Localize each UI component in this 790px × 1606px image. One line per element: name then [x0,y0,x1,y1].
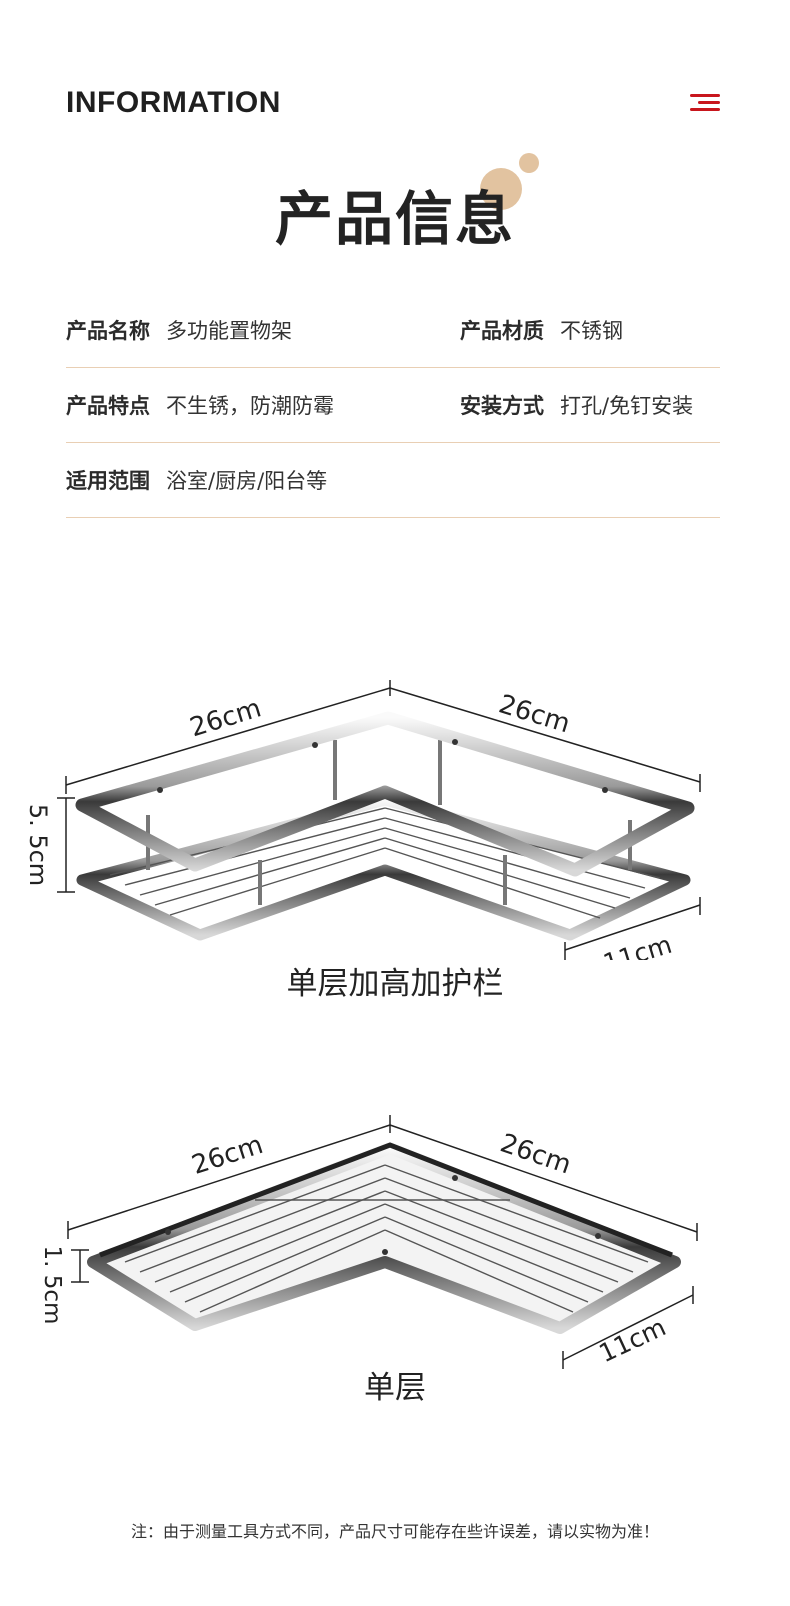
spec-value: 浴室/厨房/阳台等 [166,468,328,493]
spec-label: 产品特点 [66,393,150,418]
shelf-basket [87,1142,681,1334]
shelf-rail [75,711,695,877]
spec-cell: 适用范围 浴室/厨房/阳台等 [66,442,327,517]
spec-label: 安装方式 [460,393,544,418]
disclaimer-note: 注：由于测量工具方式不同，产品尺寸可能存在些许误差，请以实物为准！ [130,1522,659,1541]
spec-cell: 产品特点 不生锈，防潮防霉 [66,367,334,442]
dim-height: 1. 5cm [39,1246,65,1325]
spec-label: 适用范围 [66,468,150,493]
dim-width-right: 26cm [496,1128,575,1180]
shelf-basket [76,794,691,941]
spec-row: 产品名称 多功能置物架 产品材质 不锈钢 [66,292,720,368]
spec-label: 产品材质 [460,318,544,343]
dimension-lines [57,680,701,960]
spec-cell: 产品材质 不锈钢 [460,292,623,367]
spec-cell: 安装方式 打孔/免钉安装 [460,367,693,442]
product-caption-single: 单层 [364,1370,426,1406]
shelf-single-illustration: 26cm 26cm 1. 5cm 11cm [39,1115,698,1369]
spec-row: 产品特点 不生锈，防潮防霉 安装方式 打孔/免钉安装 [66,367,720,443]
dim-width-left: 26cm [187,693,265,743]
spec-label: 产品名称 [66,318,150,343]
decor-circle-large [480,168,522,210]
menu-stripes-icon [690,94,720,112]
spec-value: 不生锈，防潮防霉 [166,393,334,418]
info-heading: INFORMATION [66,86,281,119]
decor-circle-small [519,153,539,173]
title-block: 产品信息 [0,150,790,253]
spec-value: 多功能置物架 [166,318,292,343]
spec-value: 不锈钢 [560,318,623,343]
dimension-lines [67,1115,698,1369]
dim-height: 5. 5cm [24,804,52,886]
spec-cell: 产品名称 多功能置物架 [66,292,292,367]
page-title: 产品信息 [274,185,515,253]
dim-depth: 11cm [595,1312,671,1368]
spec-value: 打孔/免钉安装 [560,393,694,418]
shelf-railed-illustration: 26cm 26cm 5. 5cm 11cm [24,680,701,960]
spec-row: 适用范围 浴室/厨房/阳台等 [66,442,720,518]
product-caption-railed: 单层加高加护栏 [286,966,504,1002]
dim-width-left: 26cm [188,1130,266,1181]
